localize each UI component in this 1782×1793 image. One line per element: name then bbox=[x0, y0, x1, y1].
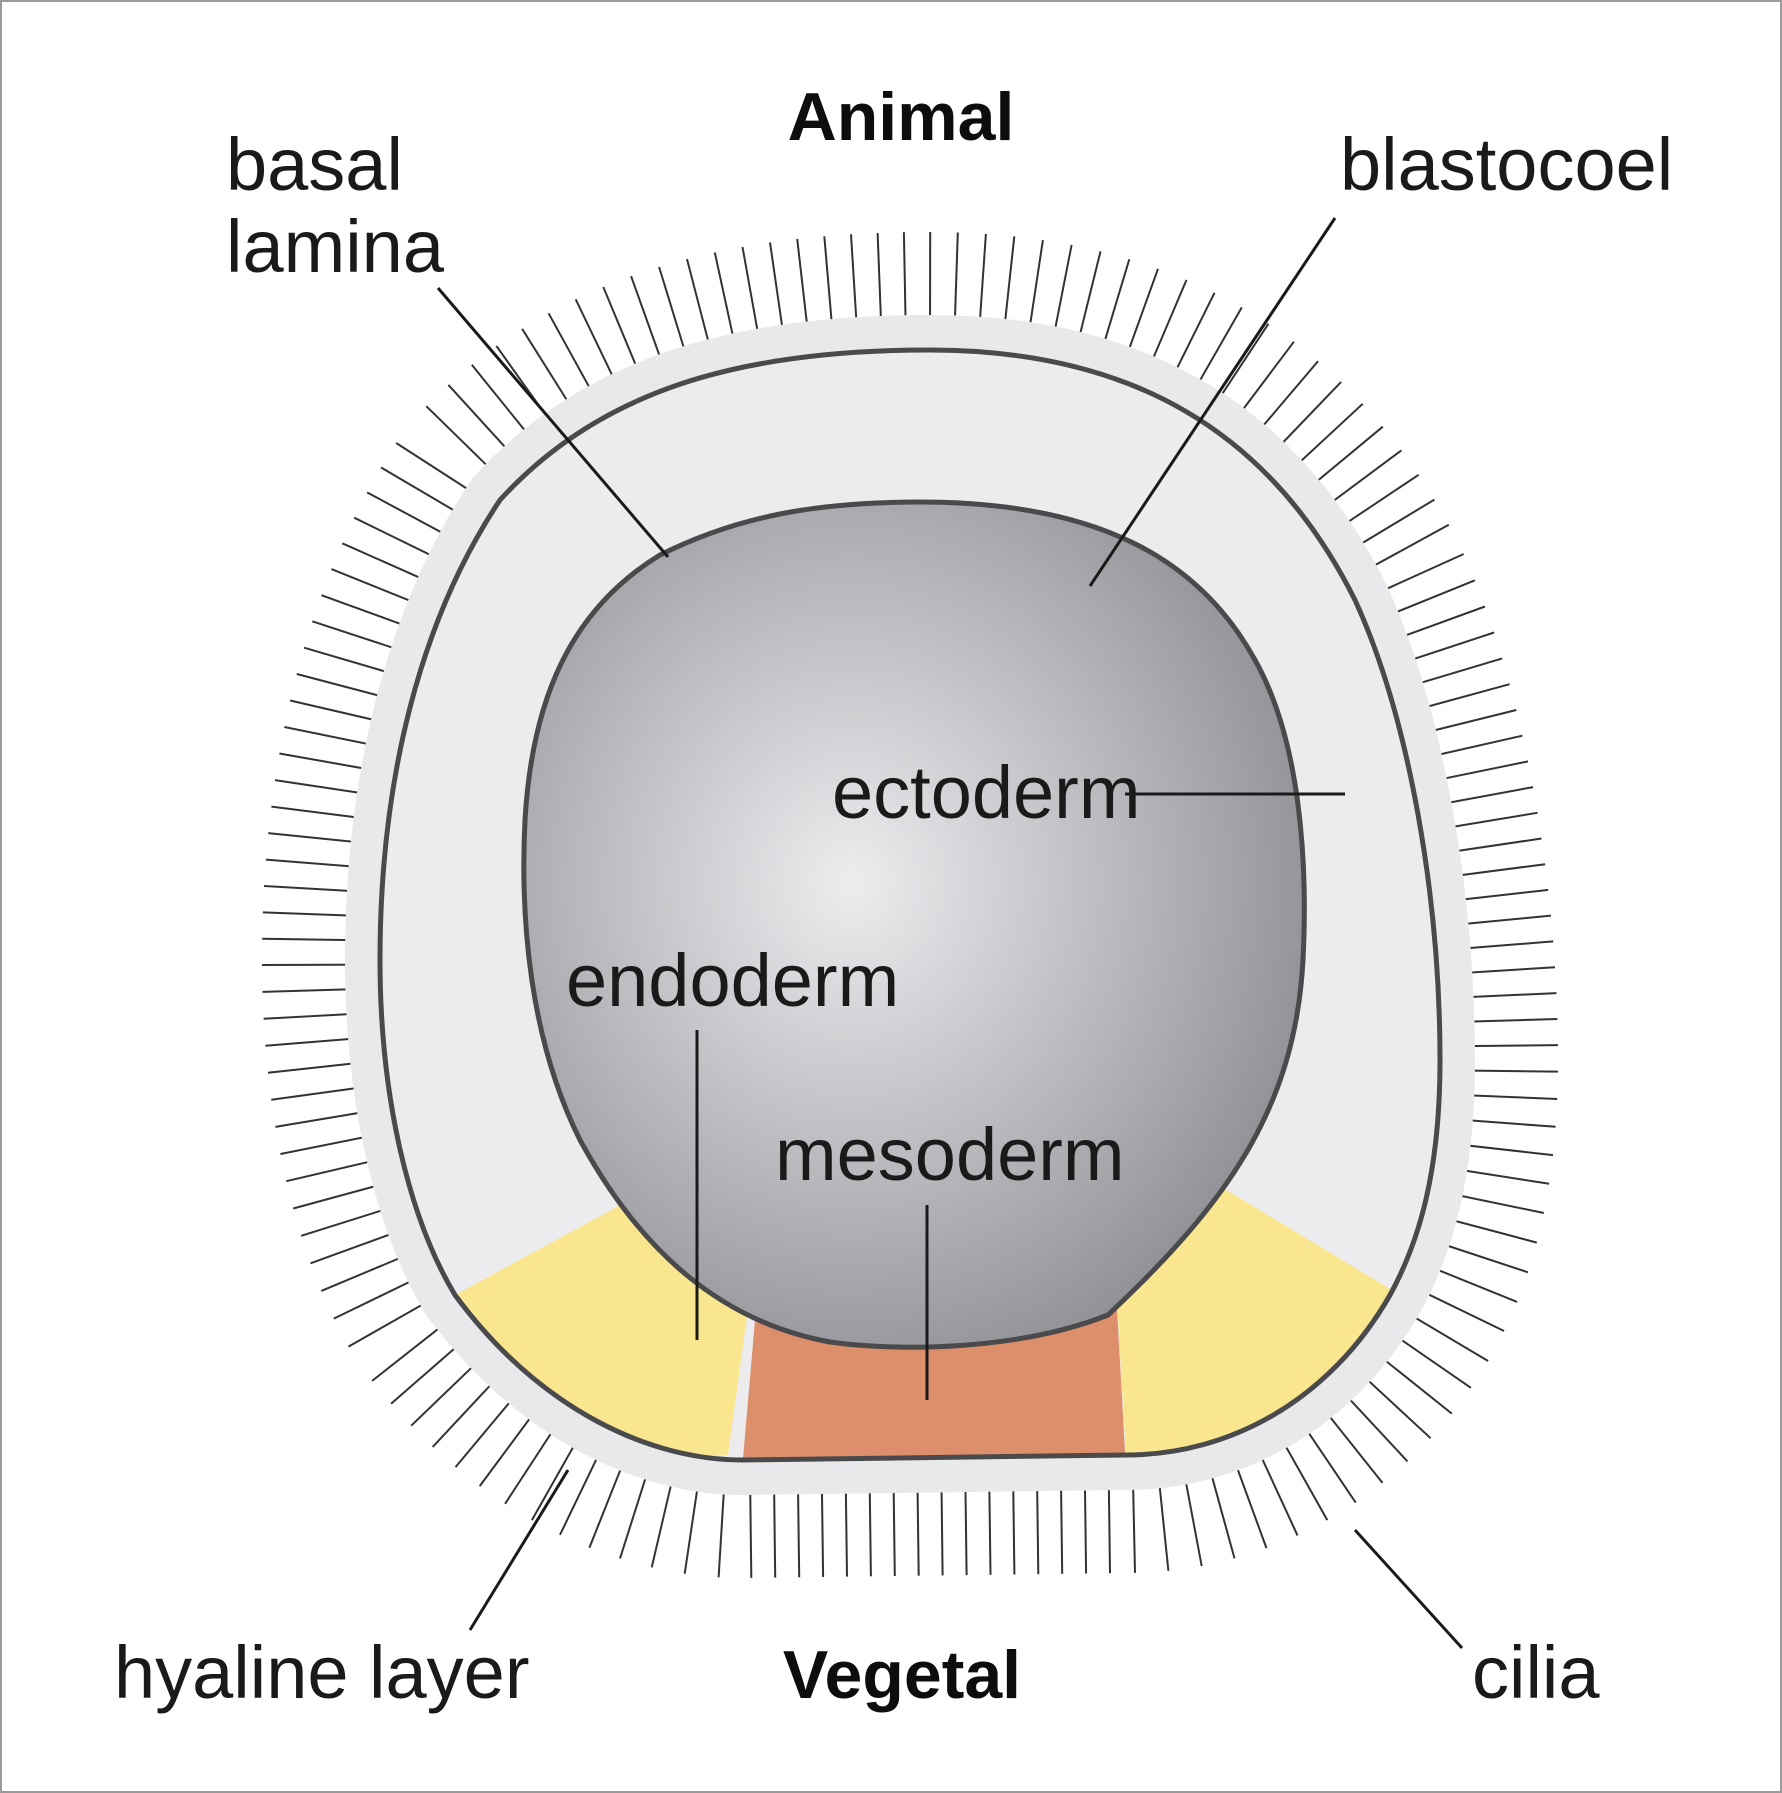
hyaline-layer-leader bbox=[470, 1470, 568, 1630]
blastocoel-label: blastocoel bbox=[1340, 123, 1673, 206]
cilia-leader bbox=[1355, 1530, 1462, 1648]
endoderm-label: endoderm bbox=[566, 939, 899, 1022]
cilia-label: cilia bbox=[1472, 1631, 1600, 1714]
ectoderm-label: ectoderm bbox=[832, 751, 1140, 834]
animal-pole-label: Animal bbox=[788, 79, 1015, 155]
basal-lamina-label-line1: basal bbox=[226, 123, 403, 206]
mesoderm-label: mesoderm bbox=[775, 1113, 1125, 1196]
vegetal-pole-label: Vegetal bbox=[783, 1637, 1021, 1713]
basal-lamina-label-line2: lamina bbox=[226, 205, 445, 288]
blastocoel-cavity bbox=[524, 502, 1304, 1347]
hyaline-layer-label: hyaline layer bbox=[114, 1631, 529, 1714]
